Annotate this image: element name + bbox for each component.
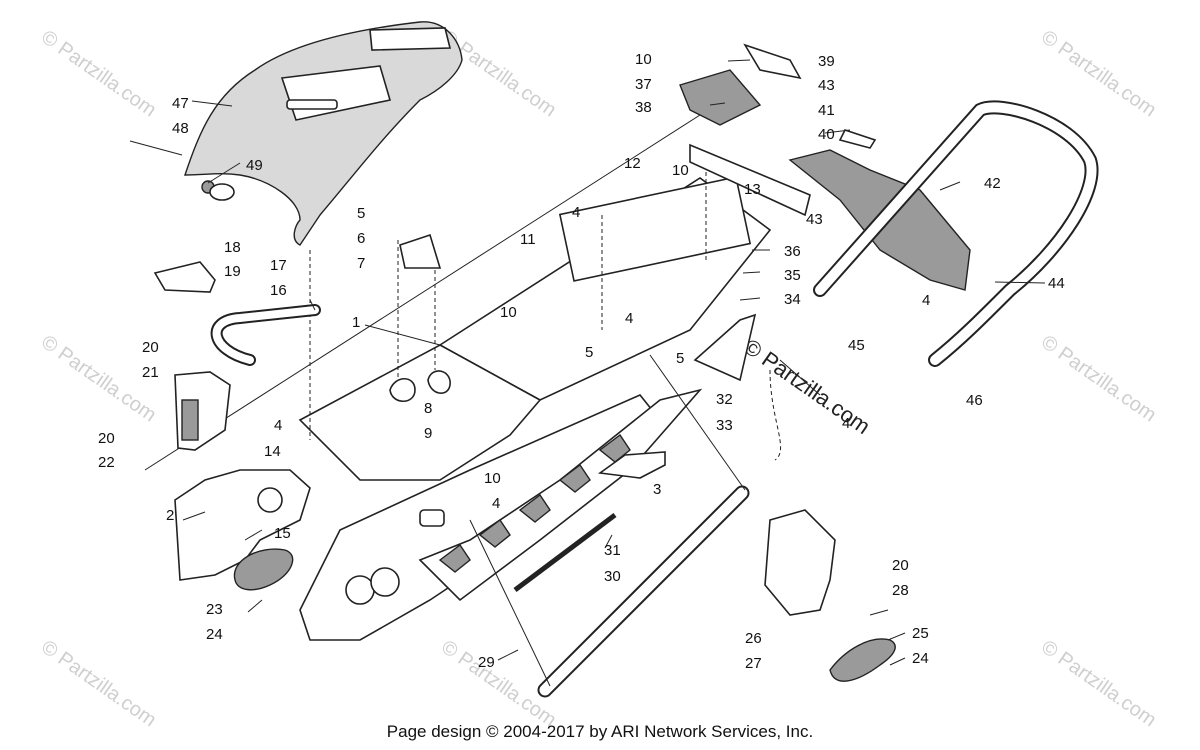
callout-labels: 47 48 49 5 6 7 18 19 17 16 1 20 21 4 8 9…	[98, 51, 1065, 672]
callout-6: 6	[357, 230, 365, 247]
callout-1: 1	[352, 314, 360, 331]
cover-18	[153, 261, 216, 293]
rear-bracket-13	[689, 143, 811, 217]
callout-48: 48	[172, 120, 189, 137]
callout-38: 38	[635, 99, 652, 116]
seat	[184, 21, 463, 246]
watermark-top-left: © Partzilla.com	[37, 26, 160, 121]
callout-17: 17	[270, 257, 287, 274]
callout-37: 37	[635, 76, 652, 93]
callout-4f: 4	[842, 415, 850, 432]
watermark-top-right: © Partzilla.com	[1037, 26, 1160, 121]
callout-24a: 24	[206, 626, 223, 643]
callout-36: 36	[784, 243, 801, 260]
callout-3: 3	[653, 481, 661, 498]
callout-4a: 4	[274, 417, 282, 434]
callout-20a: 20	[142, 339, 159, 356]
side-panel	[299, 394, 662, 641]
callout-34: 34	[784, 291, 801, 308]
guide-lines	[469, 354, 746, 687]
callout-28: 28	[892, 582, 909, 599]
bracket-38	[679, 69, 762, 126]
callout-10b: 10	[484, 470, 501, 487]
callout-41: 41	[818, 102, 835, 119]
callout-5c: 5	[676, 350, 684, 367]
callout-25: 25	[912, 625, 929, 642]
watermark-mid-right: © Partzilla.com	[1037, 331, 1160, 426]
callout-5a: 5	[357, 205, 365, 222]
callout-10a: 10	[500, 304, 517, 321]
callout-30: 30	[604, 568, 621, 585]
callout-4c: 4	[625, 310, 633, 327]
callout-44: 44	[1048, 275, 1065, 292]
callout-27: 27	[745, 655, 762, 672]
callout-21: 21	[142, 364, 159, 381]
plate-3	[597, 451, 666, 479]
callout-31: 31	[604, 542, 621, 559]
handle-25	[829, 638, 896, 682]
callout-29: 29	[478, 654, 495, 671]
callout-39: 39	[818, 53, 835, 70]
callout-42: 42	[984, 175, 1001, 192]
guard-21	[174, 371, 231, 451]
rear-bumper-44	[813, 100, 1099, 367]
callout-10c: 10	[635, 51, 652, 68]
pad-39	[743, 43, 802, 80]
callout-9: 9	[424, 425, 432, 442]
callout-45: 45	[848, 337, 865, 354]
callout-47: 47	[172, 95, 189, 112]
callout-13: 13	[744, 181, 761, 198]
seat-fastener	[129, 140, 235, 201]
pads-8-9	[389, 370, 451, 403]
front-bracket	[174, 469, 311, 581]
callout-11: 11	[520, 231, 536, 248]
handle-23	[233, 548, 294, 591]
callout-15: 15	[274, 525, 291, 542]
callout-4e: 4	[922, 292, 930, 309]
copyright-footer: Page design © 2004-2017 by ARI Network S…	[386, 722, 814, 741]
callout-4b: 4	[572, 204, 580, 221]
callout-10d: 10	[672, 162, 689, 179]
callout-12: 12	[624, 155, 641, 172]
callout-14: 14	[264, 443, 281, 460]
tunnel	[144, 114, 772, 481]
rail-31	[513, 513, 617, 592]
tube-30	[537, 485, 750, 698]
watermark-bottom-right: © Partzilla.com	[1037, 636, 1160, 731]
callout-23: 23	[206, 601, 223, 618]
callout-2: 2	[166, 507, 174, 524]
shield-32	[693, 313, 757, 382]
callout-26: 26	[745, 630, 762, 647]
callout-46: 46	[966, 392, 983, 409]
callout-20c: 20	[892, 557, 909, 574]
callout-43a: 43	[818, 77, 835, 94]
callout-4d: 4	[492, 495, 500, 512]
callout-33: 33	[716, 417, 733, 434]
callout-5b: 5	[585, 344, 593, 361]
callout-19: 19	[224, 263, 241, 280]
callout-40: 40	[818, 126, 835, 143]
callout-43b: 43	[806, 211, 823, 228]
callout-18: 18	[224, 239, 241, 256]
callout-8: 8	[424, 400, 432, 417]
callout-7: 7	[357, 255, 365, 272]
grab-handle-16	[210, 299, 321, 366]
leader-lines	[182, 59, 1046, 666]
callout-32: 32	[716, 391, 733, 408]
watermark-bottom-left: © Partzilla.com	[37, 636, 160, 731]
callout-16: 16	[270, 282, 287, 299]
chain-33	[769, 359, 821, 461]
callout-49: 49	[246, 157, 263, 174]
bracket-28	[764, 509, 836, 616]
callout-24b: 24	[912, 650, 929, 667]
running-board	[418, 388, 703, 602]
bracket-7	[399, 233, 442, 269]
callout-35: 35	[784, 267, 801, 284]
callout-20b: 20	[98, 430, 115, 447]
callout-22: 22	[98, 454, 115, 471]
